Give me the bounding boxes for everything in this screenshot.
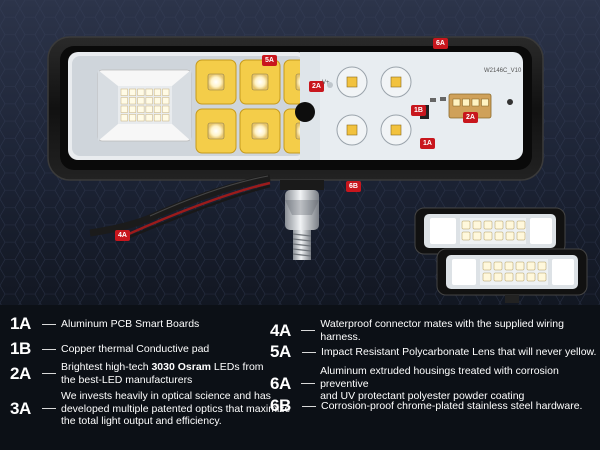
led-matrix (120, 88, 170, 122)
legend-dash (42, 348, 56, 350)
legend-dash (42, 323, 56, 325)
legend-dash (42, 373, 56, 374)
light-bar-photo (0, 0, 600, 305)
legend-dash (301, 330, 316, 331)
legend-code: 6B (270, 396, 291, 415)
legend-text-line1: Brightest high-tech 3030 Osram LEDs from (61, 361, 264, 373)
tag-5a: 5A (262, 55, 277, 66)
tag-6a: 6A (433, 38, 448, 49)
legend-code: 5A (270, 342, 291, 361)
tag-1b: 1B (411, 105, 426, 116)
pcb-v-plus-label: V+ (322, 80, 330, 86)
legend-item-3a: 3A We invests heavily in optical science… (10, 390, 290, 428)
legend-dash (302, 405, 316, 407)
pcb-model-label: W2146C_V10 (484, 68, 522, 74)
legend-text: Waterproof connector mates with the supp… (320, 318, 564, 343)
tag-2a-right: 2A (463, 112, 478, 123)
tag-4a: 4A (115, 230, 130, 241)
tag-6b: 6B (346, 181, 361, 192)
legend-text: Aluminum PCB Smart Boards (61, 317, 200, 330)
feature-legend: 1A Aluminum PCB Smart Boards 1B Copper t… (0, 305, 600, 450)
product-thumbnail-lower (436, 248, 588, 303)
legend-code: 1B (10, 339, 31, 358)
legend-code: 2A (10, 363, 31, 383)
legend-dash (302, 351, 316, 353)
tag-1a: 1A (420, 138, 435, 149)
legend-text-line2: the best-LED manufacturers (61, 373, 193, 386)
legend-item-5a: 5A Impact Resistant Polycarbonate Lens t… (270, 342, 596, 362)
legend-code: 1A (10, 314, 31, 333)
legend-item-2a: 2A Brightest high-tech 3030 Osram LEDs f… (10, 361, 264, 386)
legend-item-4a: 4A Waterproof connector mates with the s… (270, 318, 600, 343)
tag-2a-left: 2A (309, 81, 324, 92)
pcb-leds (336, 66, 412, 146)
legend-text: Brightest high-tech 3030 Osram LEDs from… (61, 361, 264, 386)
legend-text: Corrosion-proof chrome-plated stainless … (321, 399, 583, 412)
product-thumbnail-upper (414, 207, 566, 255)
legend-text: Aluminum extruded housings treated with … (320, 365, 559, 402)
legend-item-1b: 1B Copper thermal Conductive pad (10, 339, 209, 359)
legend-item-6b: 6B Corrosion-proof chrome-plated stainle… (270, 396, 582, 416)
legend-code: 3A (10, 398, 31, 418)
legend-dash (301, 383, 316, 385)
legend-text: Impact Resistant Polycarbonate Lens that… (321, 345, 597, 358)
legend-dash (42, 408, 56, 410)
legend-code: 6A (270, 373, 291, 393)
legend-item-1a: 1A Aluminum PCB Smart Boards (10, 314, 199, 334)
legend-code: 4A (270, 320, 291, 340)
legend-item-6a: 6A Aluminum extruded housings treated wi… (270, 365, 600, 403)
legend-text: We invests heavily in optical science an… (61, 390, 291, 427)
legend-text: Copper thermal Conductive pad (61, 342, 210, 355)
